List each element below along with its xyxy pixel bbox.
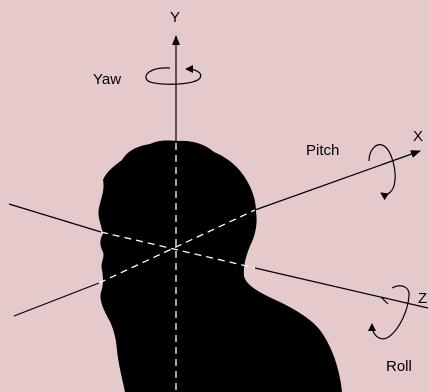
pitch-rotation-arrow [369,145,395,195]
roll-label: Roll [386,358,412,375]
z-axis-line-back [9,204,101,232]
yaw-label: Yaw [93,71,121,88]
yaw-rotation-arrow [146,68,201,84]
x-axis-label: X [413,128,423,145]
pitch-label: Pitch [306,142,339,159]
z-axis-label: Z [418,290,427,307]
y-axis-label: Y [170,9,180,26]
roll-rotation-arrow [372,286,409,339]
z-axis-line [255,268,428,308]
x-axis-line-back [14,283,99,316]
